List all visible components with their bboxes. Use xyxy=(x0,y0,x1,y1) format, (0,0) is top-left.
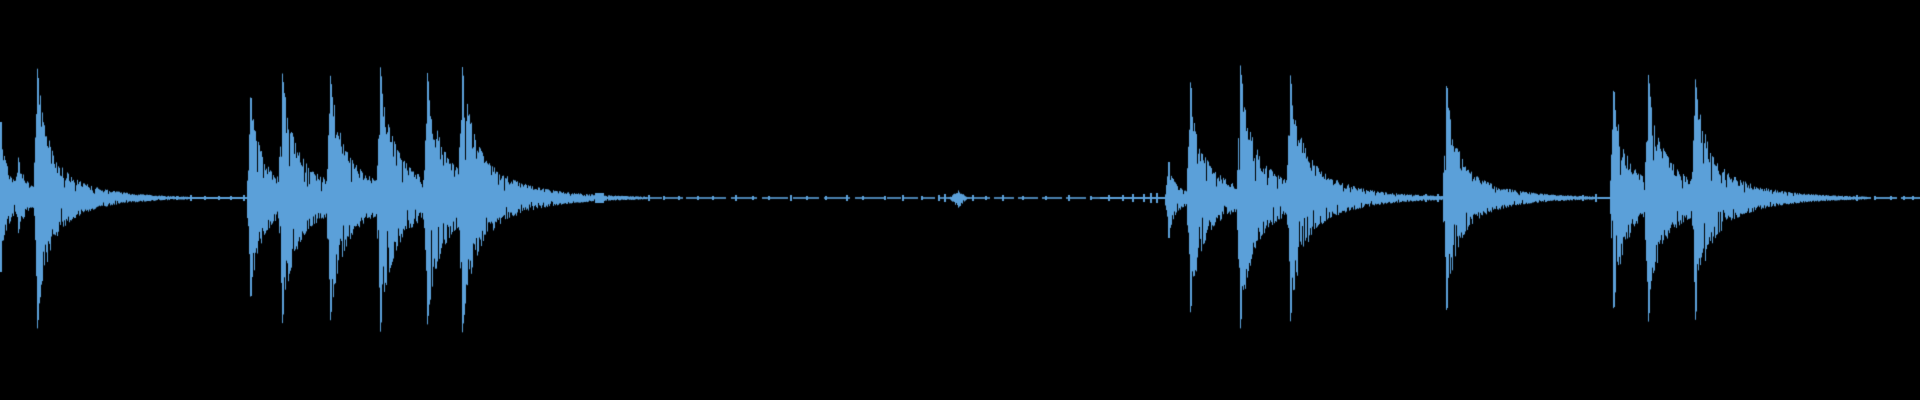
waveform-canvas xyxy=(0,0,1920,400)
waveform-panel xyxy=(0,0,1920,400)
